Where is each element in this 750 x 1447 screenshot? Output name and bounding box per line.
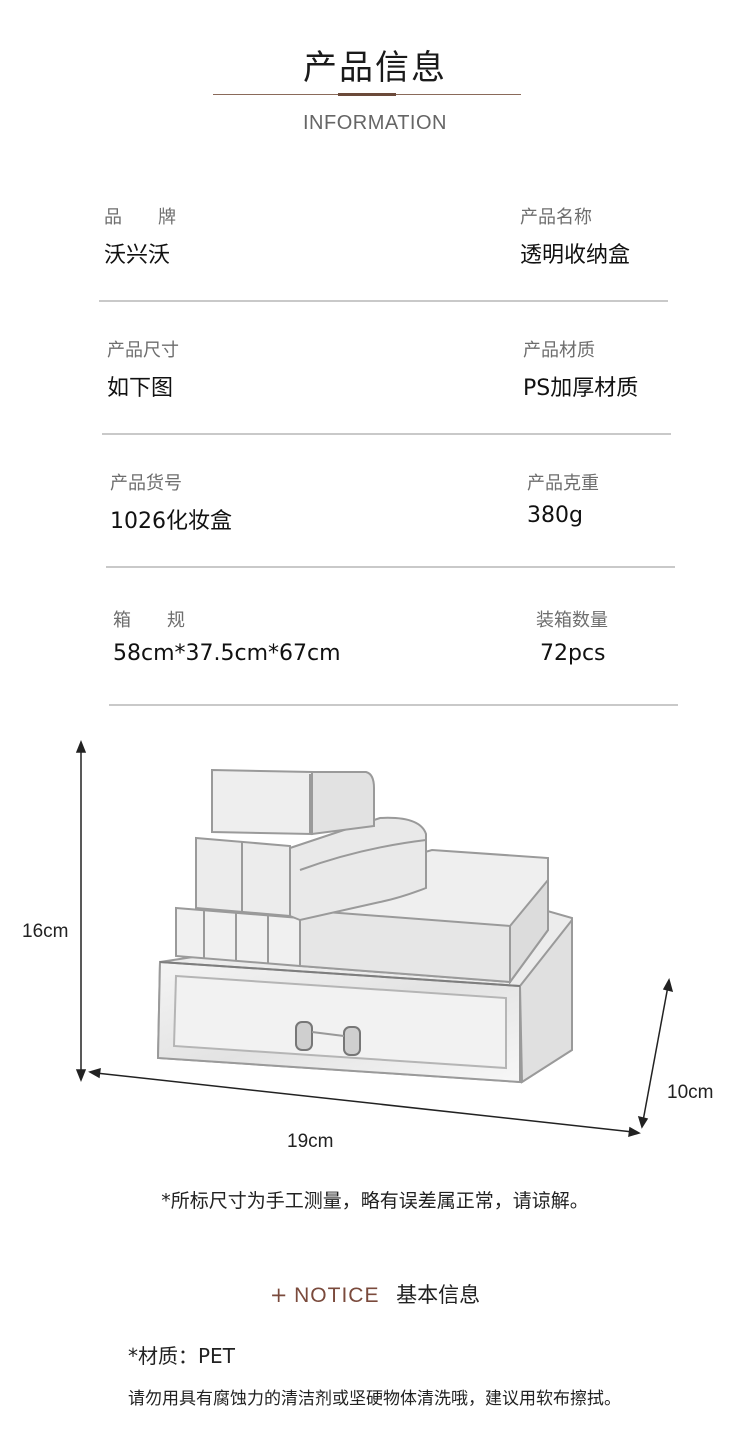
plus-icon: + bbox=[269, 1283, 288, 1307]
weight-value: 380g bbox=[527, 503, 583, 528]
material-note: *材质：PET bbox=[128, 1344, 235, 1368]
row-divider bbox=[99, 300, 668, 302]
carton-quantity-label: 装箱数量 bbox=[536, 610, 608, 631]
product-name-label: 产品名称 bbox=[520, 207, 592, 228]
measurement-note: *所标尺寸为手工测量，略有误差属正常，请谅解。 bbox=[161, 1190, 589, 1212]
carton-size-value: 58cm*37.5cm*67cm bbox=[113, 641, 341, 666]
product-name-value: 透明收纳盒 bbox=[520, 243, 631, 268]
notice-label-cn: 基本信息 bbox=[396, 1283, 481, 1307]
size-value: 如下图 bbox=[107, 376, 174, 401]
depth-label: 10cm bbox=[667, 1082, 713, 1103]
title-underline-accent bbox=[338, 93, 396, 96]
item-number-label: 产品货号 bbox=[110, 473, 182, 494]
material-label: 产品材质 bbox=[523, 340, 595, 361]
care-instructions: 请勿用具有腐蚀力的清洁剂或坚硬物体清洗哦，建议用软布擦拭。 bbox=[128, 1389, 621, 1409]
weight-label: 产品克重 bbox=[527, 473, 599, 494]
row-divider bbox=[102, 433, 671, 435]
material-value: PS加厚材质 bbox=[523, 376, 639, 401]
carton-quantity-value: 72pcs bbox=[540, 641, 606, 666]
item-number-value: 1026化妆盒 bbox=[110, 509, 232, 534]
depth-dimension-line bbox=[637, 978, 674, 1129]
notice-label-en: NOTICE bbox=[294, 1284, 380, 1307]
width-label: 19cm bbox=[287, 1131, 333, 1152]
height-label: 16cm bbox=[22, 921, 68, 942]
product-illustration: 16cm 19cm 10cm bbox=[22, 739, 713, 1152]
page-subtitle: INFORMATION bbox=[302, 112, 447, 134]
notice-heading: + NOTICE 基本信息 bbox=[0, 1279, 750, 1309]
size-label: 产品尺寸 bbox=[107, 340, 179, 361]
drawer-knobs bbox=[295, 1021, 361, 1056]
product-top-organizer bbox=[175, 768, 549, 986]
brand-label: 品 牌 bbox=[104, 207, 176, 228]
carton-size-label: 箱 规 bbox=[113, 610, 185, 631]
height-dimension-line bbox=[75, 739, 87, 1083]
brand-value: 沃兴沃 bbox=[104, 243, 171, 268]
row-divider bbox=[106, 566, 675, 568]
page-title: 产品信息 bbox=[303, 48, 447, 88]
row-divider bbox=[109, 704, 678, 706]
width-dimension-line bbox=[88, 1067, 641, 1138]
